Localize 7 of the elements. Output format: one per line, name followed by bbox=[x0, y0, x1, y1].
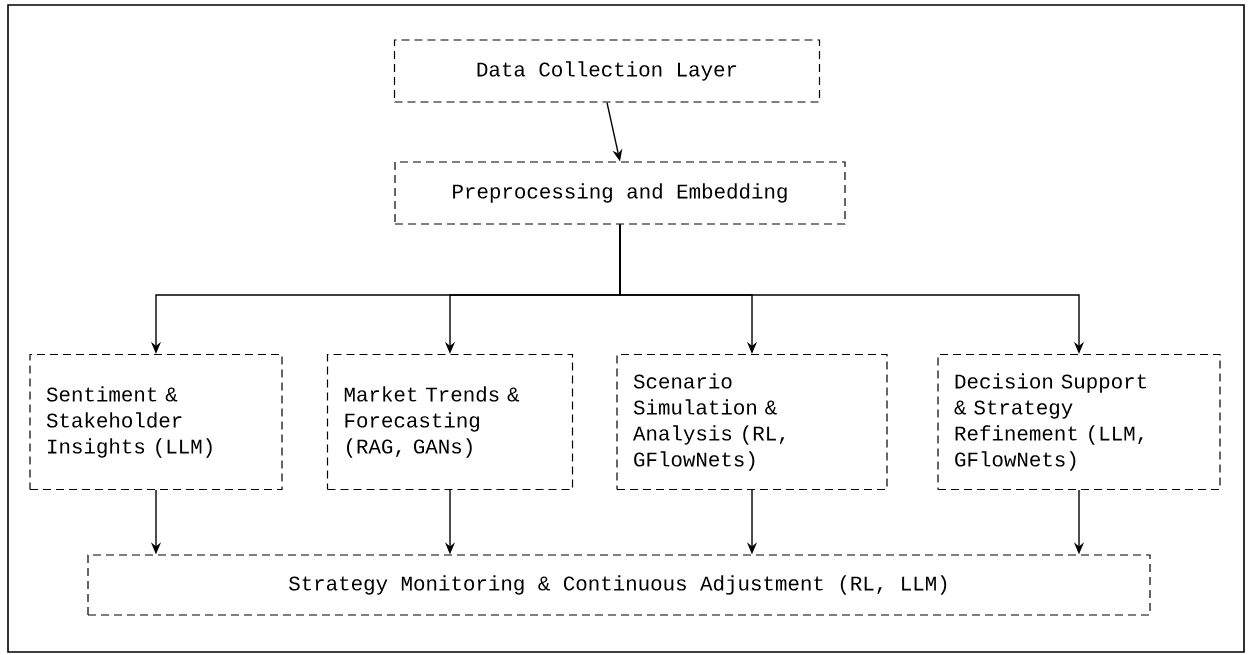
process-box: Strategy Monitoring & Continuous Adjustment (RL, LLM) bbox=[87, 554, 1151, 616]
process-box: Decision Support & Strategy Refinement (LLM, GFlowNets) bbox=[937, 353, 1221, 491]
process-box: Market Trends & Forecasting (RAG, GANs) bbox=[326, 353, 574, 491]
process-box: Sentiment & Stakeholder Insights (LLM) bbox=[29, 353, 283, 491]
process-box: Data Collection Layer bbox=[393, 39, 821, 103]
process-box: Scenario Simulation & Analysis (RL, GFlowNets) bbox=[616, 353, 888, 491]
process-box: Preprocessing and Embedding bbox=[394, 161, 846, 225]
